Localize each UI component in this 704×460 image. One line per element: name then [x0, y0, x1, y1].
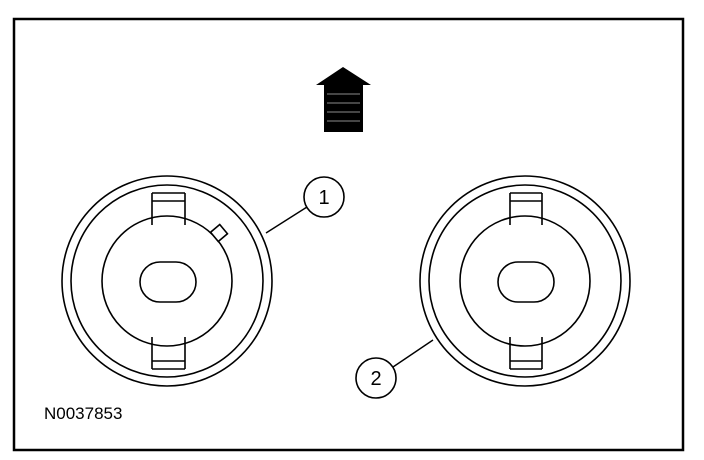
- connector-right-outer-ring: [419, 175, 631, 387]
- connector-left-index-key: [209, 223, 229, 243]
- callout-2-circle: [355, 357, 397, 399]
- connector-right-center-slot: [497, 261, 555, 303]
- connector-left-top-tab: [151, 192, 186, 225]
- callout-1: 1: [265, 176, 345, 234]
- connector-left-center-slot: [139, 261, 197, 303]
- connector-left: [61, 175, 273, 387]
- connector-right-body: [459, 215, 591, 347]
- callout-1-circle: [303, 176, 345, 218]
- callout-2-leader: [392, 339, 434, 368]
- connector-left-body: [101, 215, 233, 347]
- up-arrow-icon: [316, 67, 371, 132]
- connector-right-top-tab: [509, 192, 543, 225]
- connector-right: [419, 175, 631, 387]
- callout-1-number: 1: [318, 187, 329, 209]
- connector-left-bottom-tab: [151, 337, 186, 370]
- callout-2-number: 2: [370, 368, 381, 390]
- callout-1-leader: [265, 206, 308, 234]
- callout-2: 2: [355, 339, 434, 399]
- connector-left-outer-ring: [61, 175, 273, 387]
- connector-left-inner-ring: [70, 184, 264, 378]
- connector-right-bottom-tab: [509, 337, 543, 370]
- figure-id-label: N0037853: [44, 404, 122, 423]
- connector-right-inner-ring: [428, 184, 622, 378]
